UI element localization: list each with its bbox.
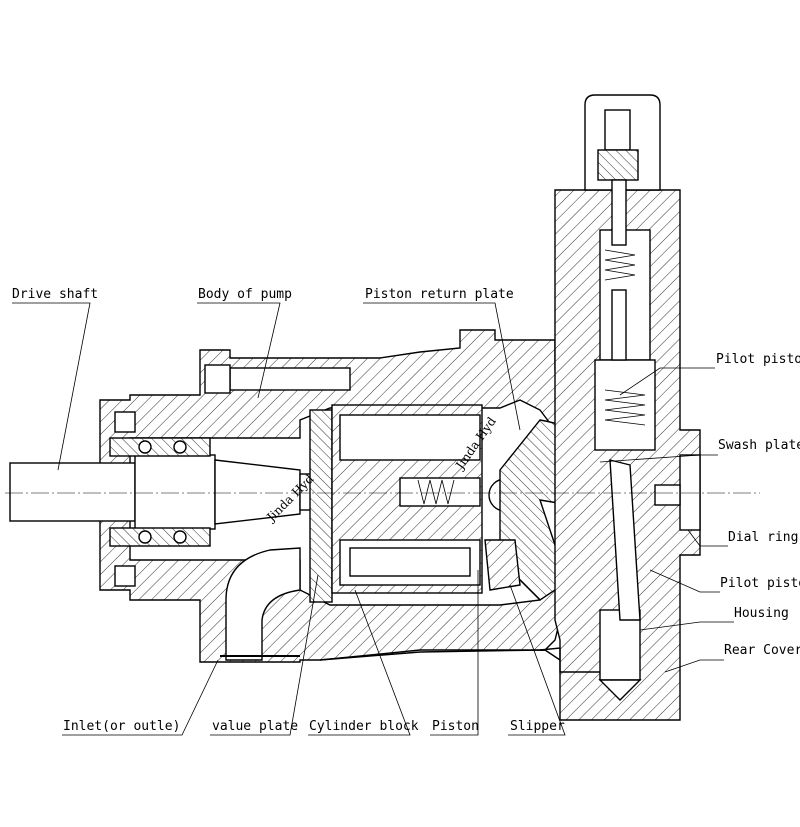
label-dial-ring: Dial ring — [728, 530, 798, 545]
adjustment-cap — [584, 94, 661, 246]
label-pilot-piston-bottom: Pilot piston — [720, 576, 800, 591]
control-housing — [554, 189, 701, 721]
label-slipper: Slipper — [510, 719, 565, 734]
label-value-plate: value plate — [212, 719, 298, 734]
leader-lines — [12, 302, 734, 736]
label-drive-shaft: Drive shaft — [12, 287, 98, 302]
label-swash-plate: Swash plate — [718, 438, 800, 453]
mounting-bolts — [114, 364, 351, 587]
label-piston: Piston — [432, 719, 479, 734]
swash-linkage — [609, 459, 641, 621]
dial-ring — [654, 454, 701, 531]
inlet-port — [220, 547, 301, 661]
label-rear-cover: Rear Cover — [724, 643, 800, 658]
front-bearings — [109, 437, 211, 547]
valve-plate — [309, 409, 333, 603]
label-inlet: Inlet(or outle) — [63, 719, 180, 734]
label-cylinder-block: Cylinder block — [309, 719, 419, 734]
label-pilot-piston-top: Pilot piston — [716, 352, 800, 367]
label-body-of-pump: Body of pump — [198, 287, 292, 302]
control-spring — [604, 249, 646, 426]
label-housing: Housing — [734, 606, 789, 621]
label-piston-return-plate: Piston return plate — [365, 287, 514, 302]
